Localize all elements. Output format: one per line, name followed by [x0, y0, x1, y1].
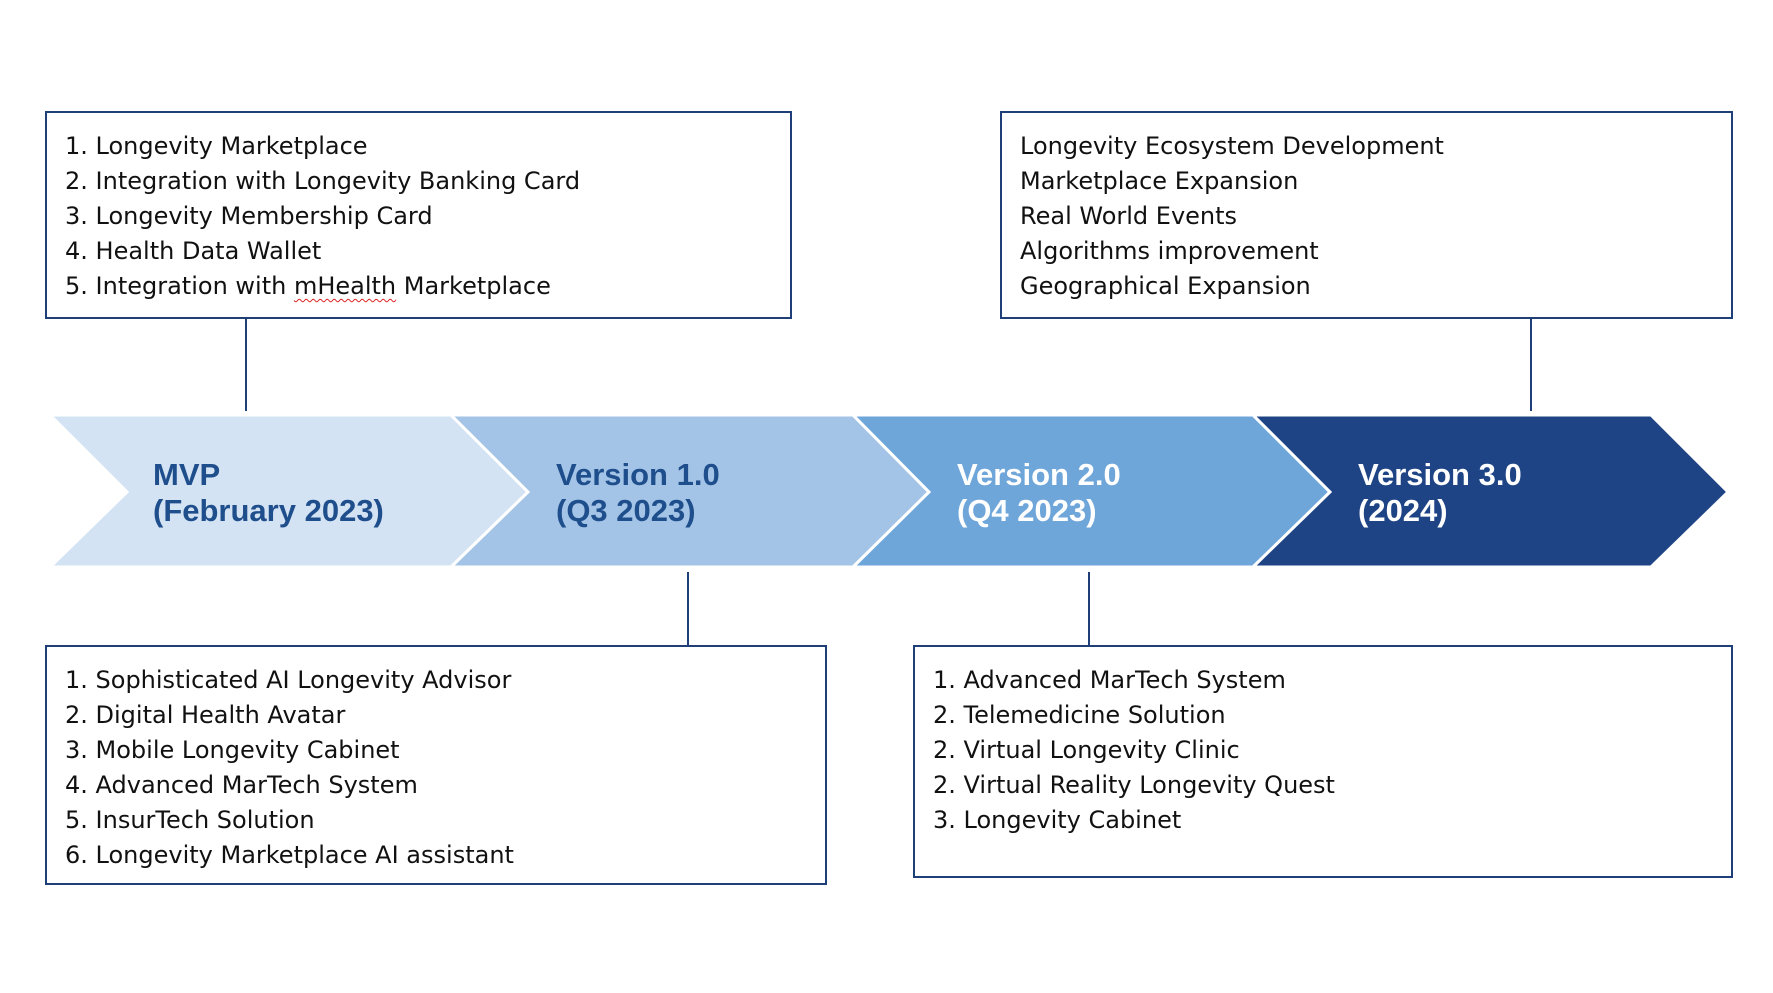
v2-features-box: 1. Advanced MarTech System 2. Telemedici…: [913, 645, 1733, 878]
list-item: 2. Virtual Longevity Clinic: [933, 736, 1240, 764]
stage-name: MVP: [153, 457, 220, 492]
stage-chevron-v3: [1249, 413, 1731, 569]
stage-date: (February 2023): [153, 493, 384, 528]
list-item: Real World Events: [1020, 202, 1238, 230]
list-item: 2. Virtual Reality Longevity Quest: [933, 771, 1335, 799]
mvp-features-box: 1. Longevity Marketplace 2. Integration …: [45, 111, 792, 319]
list-item: Marketplace Expansion: [1020, 167, 1299, 195]
item-text-prefix: 5. Integration with: [65, 272, 294, 300]
list-item: 2. Digital Health Avatar: [65, 701, 346, 729]
list-item: 5. InsurTech Solution: [65, 806, 315, 834]
list-item: 2. Telemedicine Solution: [933, 701, 1226, 729]
list-item: 1. Advanced MarTech System: [933, 666, 1286, 694]
stage-name: Version 2.0: [957, 457, 1121, 492]
v1-features-box: 1. Sophisticated AI Longevity Advisor 2.…: [45, 645, 827, 885]
list-item: Geographical Expansion: [1020, 272, 1311, 300]
stage-chevron-mvp: [46, 413, 531, 569]
v2-features-list: 1. Advanced MarTech System 2. Telemedici…: [933, 663, 1731, 838]
stage-date: (Q4 2023): [957, 493, 1097, 528]
list-item: 4. Health Data Wallet: [65, 237, 322, 265]
list-item: 1. Sophisticated AI Longevity Advisor: [65, 666, 512, 694]
item-text-suffix: Marketplace: [396, 272, 551, 300]
v3-features-list: Longevity Ecosystem Development Marketpl…: [1020, 129, 1731, 304]
list-item: 1. Longevity Marketplace: [65, 132, 368, 160]
list-item: 3. Longevity Membership Card: [65, 202, 433, 230]
stage-name: Version 3.0: [1358, 457, 1522, 492]
list-item: Longevity Ecosystem Development: [1020, 132, 1444, 160]
stage-date: (2024): [1358, 493, 1448, 528]
stage-label-mvp: MVP (February 2023): [153, 457, 384, 528]
connector-v1: [687, 572, 689, 645]
list-item: 3. Mobile Longevity Cabinet: [65, 736, 400, 764]
list-item: 4. Advanced MarTech System: [65, 771, 418, 799]
stage-date: (Q3 2023): [556, 493, 696, 528]
stage-name: Version 1.0: [556, 457, 720, 492]
list-item: 2. Integration with Longevity Banking Ca…: [65, 167, 581, 195]
list-item: Algorithms improvement: [1020, 237, 1319, 265]
connector-v2: [1088, 572, 1090, 645]
connector-v3: [1530, 318, 1532, 411]
connector-mvp: [245, 318, 247, 411]
stage-label-v2: Version 2.0 (Q4 2023): [957, 457, 1129, 528]
list-item: 5. Integration with mHealth Marketplace: [65, 269, 790, 304]
stage-label-v1: Version 1.0 (Q3 2023): [556, 457, 728, 528]
list-item: 6. Longevity Marketplace AI assistant: [65, 841, 514, 869]
v1-features-list: 1. Sophisticated AI Longevity Advisor 2.…: [65, 663, 825, 873]
mvp-features-list: 1. Longevity Marketplace 2. Integration …: [65, 129, 790, 304]
spellcheck-underlined-word: mHealth: [293, 272, 397, 300]
v3-features-box: Longevity Ecosystem Development Marketpl…: [1000, 111, 1733, 319]
list-item: 3. Longevity Cabinet: [933, 806, 1182, 834]
stage-label-v3: Version 3.0 (2024): [1358, 457, 1530, 528]
